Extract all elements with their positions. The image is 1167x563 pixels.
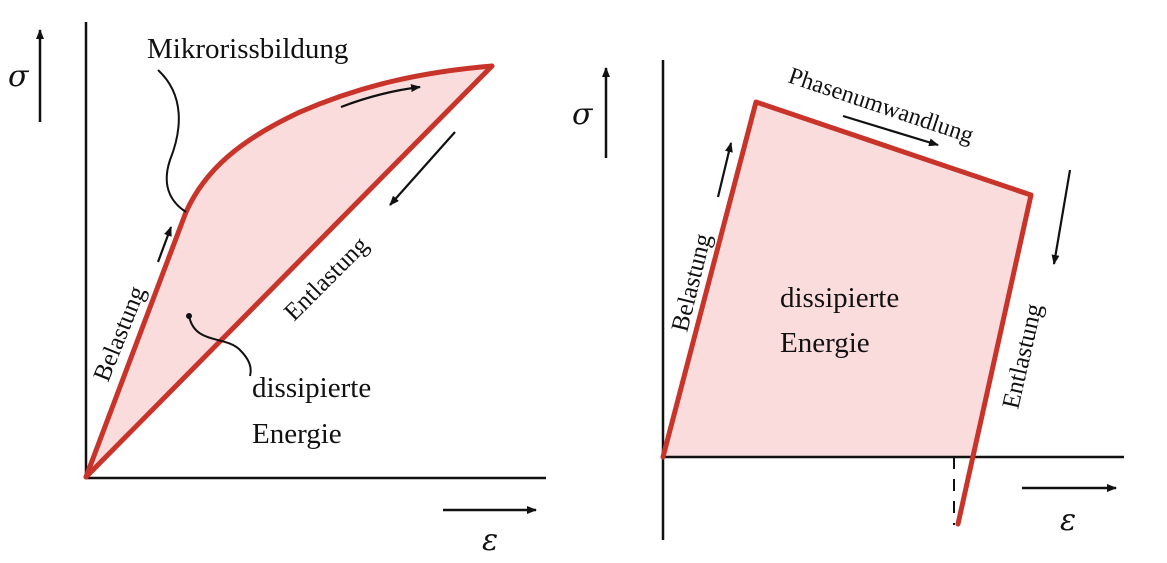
left-curve-direction-arrow — [340, 84, 421, 109]
left-strain-symbol: ε — [482, 523, 498, 558]
left-microcrack-label: Mikrorissbildung — [147, 33, 348, 65]
left-energy-label-line2: Energie — [252, 418, 342, 450]
right-diagram: σ ε Phasenumwandlung Belastung Entlastun… — [572, 60, 1124, 540]
left-loading-arrow — [156, 226, 173, 263]
right-energy-label-line2: Energie — [780, 327, 870, 359]
right-cycle-curve — [660, 99, 1034, 527]
right-phase-arrow — [842, 114, 939, 147]
left-energy-leader — [188, 315, 252, 377]
left-loading-curve — [83, 63, 495, 480]
right-energy-label-line1: dissipierte — [780, 282, 899, 314]
left-microcrack-leader — [157, 69, 187, 213]
left-unloading-arrow — [389, 131, 456, 206]
right-stress-symbol: σ — [572, 97, 594, 132]
right-strain-symbol: ε — [1060, 503, 1076, 538]
right-unloading-arrow — [1051, 169, 1072, 265]
left-energy-label-line1: dissipierte — [252, 372, 371, 404]
right-loading-arrow — [716, 142, 733, 198]
left-unloading-line — [83, 63, 495, 480]
left-diagram: σ ε Mikrorissbildung Belastung Entlastun… — [8, 22, 546, 558]
left-stress-symbol: σ — [8, 59, 30, 94]
right-energy-area — [663, 102, 1031, 457]
